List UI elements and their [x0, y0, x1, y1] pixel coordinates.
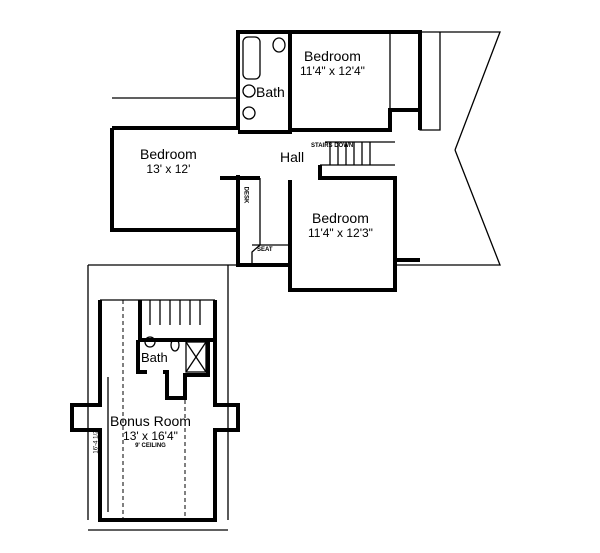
stairs-label: STAIRS DOWN [311, 143, 354, 149]
room-size: 13' x 16'4" [123, 429, 178, 443]
room-size: 13' x 12' [146, 162, 191, 176]
room-bedroom-3: Bedroom 11'4" x 12'3" [308, 210, 373, 240]
room-size: 11'4" x 12'4" [300, 64, 365, 78]
desk-label: DESK [242, 186, 249, 204]
room-size: 11'4" x 12'3" [308, 226, 373, 240]
seat-label: SEAT [257, 247, 273, 253]
room-hall: Hall [280, 149, 305, 165]
sink-icon [242, 106, 256, 120]
interior-walls [107, 32, 420, 520]
bonus-stairs [149, 300, 201, 325]
ceiling-note: 9' CEILING [135, 443, 166, 449]
room-bath-2: Bath [141, 350, 168, 365]
sink-icon [144, 336, 156, 348]
room-bedroom-2: Bedroom 13' x 12' [140, 146, 197, 176]
room-bonus: Bonus Room 13' x 16'4" 9' CEILING [110, 413, 191, 449]
exterior-walls [70, 30, 501, 531]
bonus-dimension-label: 16'-4 1/2" [93, 428, 100, 454]
room-name: Bedroom [304, 48, 361, 64]
room-bedroom-1: Bedroom 11'4" x 12'4" [300, 48, 365, 78]
room-name: Bedroom [140, 146, 197, 162]
room-name: Bonus Room [110, 413, 191, 429]
room-name: Bedroom [312, 210, 369, 226]
sink-icon [242, 84, 256, 98]
bathtub [242, 36, 261, 80]
room-bath-1: Bath [256, 84, 285, 100]
stairs [320, 141, 395, 166]
toilet-icon [272, 37, 286, 53]
toilet-icon [170, 338, 180, 352]
